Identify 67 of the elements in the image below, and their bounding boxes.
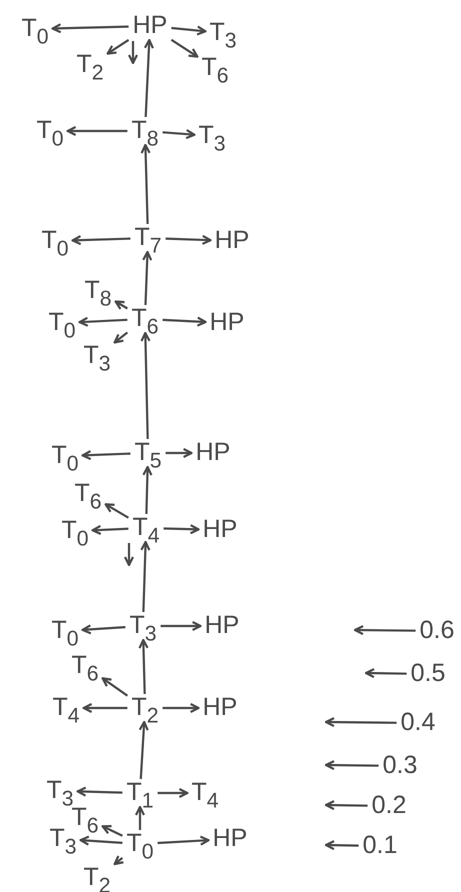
arrow (162, 702, 200, 714)
arrow (142, 466, 152, 514)
state-label: HP (214, 227, 250, 253)
arrow (114, 854, 124, 866)
arrow (364, 668, 407, 678)
arrow (140, 540, 150, 612)
arrow (160, 620, 202, 632)
arrow (142, 250, 152, 306)
arrow (128, 41, 138, 64)
state-label: HP (202, 694, 238, 720)
arrow (140, 144, 151, 224)
state-label: HP (202, 516, 238, 542)
state-label: HP (194, 439, 232, 465)
arrow (324, 760, 379, 770)
arrow (170, 38, 198, 58)
state-label: T$_{4}$ (51, 694, 81, 720)
scale-value: 0.5 (410, 660, 446, 686)
scale-value: 0.6 (418, 617, 456, 643)
state-label: T$_{2}$ (130, 694, 160, 720)
arrow (162, 316, 207, 327)
arrow (114, 300, 128, 310)
arrow (158, 836, 210, 846)
state-label: HP (204, 612, 240, 638)
arrow (72, 235, 130, 246)
arrow (171, 25, 206, 36)
arrow (82, 450, 130, 460)
arrow (102, 677, 128, 697)
state-label: T$_{4}$ (190, 779, 220, 805)
state-label: T$_{7}$ (133, 224, 163, 250)
arrow (102, 825, 123, 837)
state-label: T$_{2}$ (82, 864, 112, 890)
arrow (82, 702, 128, 714)
arrow (140, 332, 151, 440)
arrow (166, 448, 193, 458)
arrow (324, 717, 397, 728)
arrow (52, 23, 129, 34)
state-label: T$_{1}$ (125, 779, 155, 805)
arrow (138, 720, 149, 780)
arrow (92, 524, 128, 536)
arrow (138, 638, 149, 694)
arrow (354, 625, 416, 636)
arrow (164, 524, 200, 534)
state-label: T$_{2}$ (75, 51, 105, 77)
arrow (66, 126, 128, 136)
scale-value: 0.4 (400, 709, 436, 735)
scale-value: 0.1 (362, 832, 398, 858)
arrow (162, 129, 196, 140)
arrow (104, 503, 129, 519)
arrow (106, 38, 130, 55)
scale-value: 0.2 (370, 792, 408, 818)
arrow (324, 800, 368, 810)
state-label: HP (208, 309, 246, 335)
scale-value: 0.3 (382, 752, 418, 778)
arrow (78, 316, 128, 327)
arrow (76, 786, 122, 797)
arrow (124, 543, 134, 566)
arrow (82, 624, 126, 634)
state-label: T$_{4}$ (131, 514, 161, 540)
arrow (158, 788, 188, 798)
arrow (166, 234, 212, 246)
arrow (80, 836, 122, 846)
arrow (324, 840, 359, 850)
state-label: HP (132, 12, 168, 38)
state-label: HP (212, 825, 248, 851)
arrow (114, 332, 128, 344)
arrow (134, 806, 146, 830)
arrow (144, 38, 154, 118)
